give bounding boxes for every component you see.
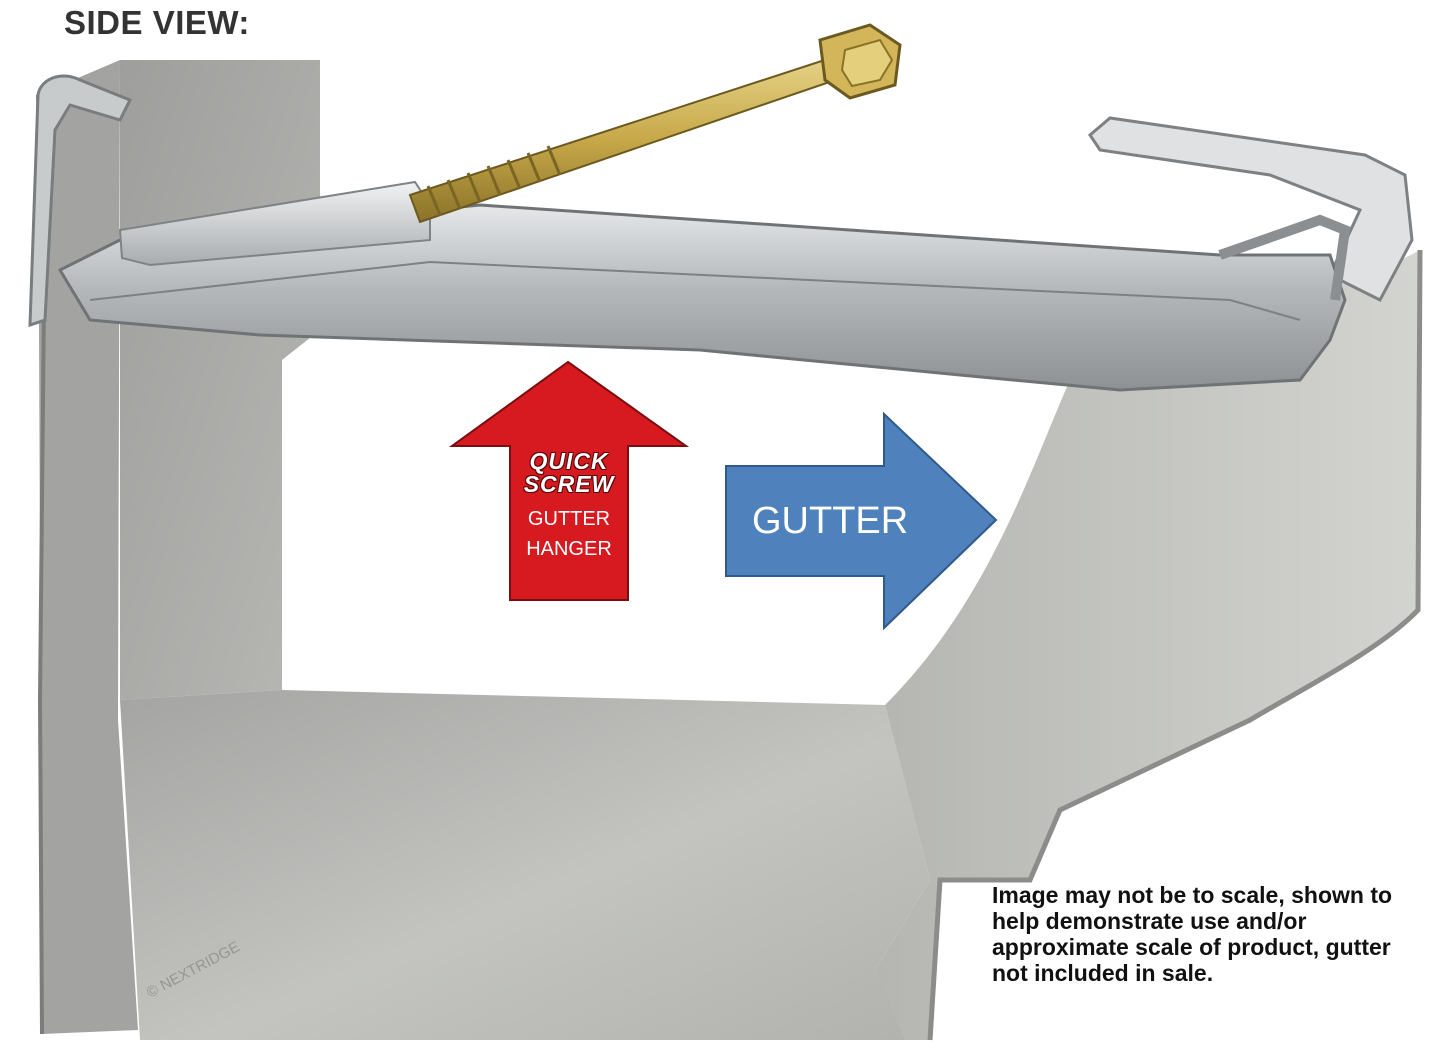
gutter-front-edge (927, 249, 1423, 1041)
gutter-front-wall (875, 250, 1420, 1040)
hanger-arrow-label: QUICK SCREW GUTTER HANGER (510, 450, 628, 564)
screw-icon (408, 53, 852, 224)
hanger-bracket-fold (89, 260, 1301, 321)
hanger-label-line-2: HANGER (526, 538, 612, 560)
gutter-back-lip (28, 74, 133, 328)
page-title: SIDE VIEW: (64, 4, 250, 41)
brand-line-2: SCREW (523, 471, 615, 497)
arrow-up-icon (448, 360, 690, 601)
arrow-right-icon (725, 411, 998, 631)
screw-threads (426, 145, 562, 216)
hanger-hook (1218, 214, 1351, 301)
disclaimer-note: Image may not be to scale, shown to help… (992, 882, 1393, 986)
hanger-label-line-1: GUTTER (527, 508, 611, 530)
hanger-ferrule (118, 180, 431, 267)
brand-line-1: QUICK (529, 448, 609, 474)
gutter-floor (120, 690, 930, 1040)
gutter-arrow-label: GUTTER (752, 500, 909, 542)
screw-head-washer (840, 38, 894, 88)
gutter-back-wall (120, 60, 320, 700)
gutter-front-lip (1088, 116, 1414, 302)
